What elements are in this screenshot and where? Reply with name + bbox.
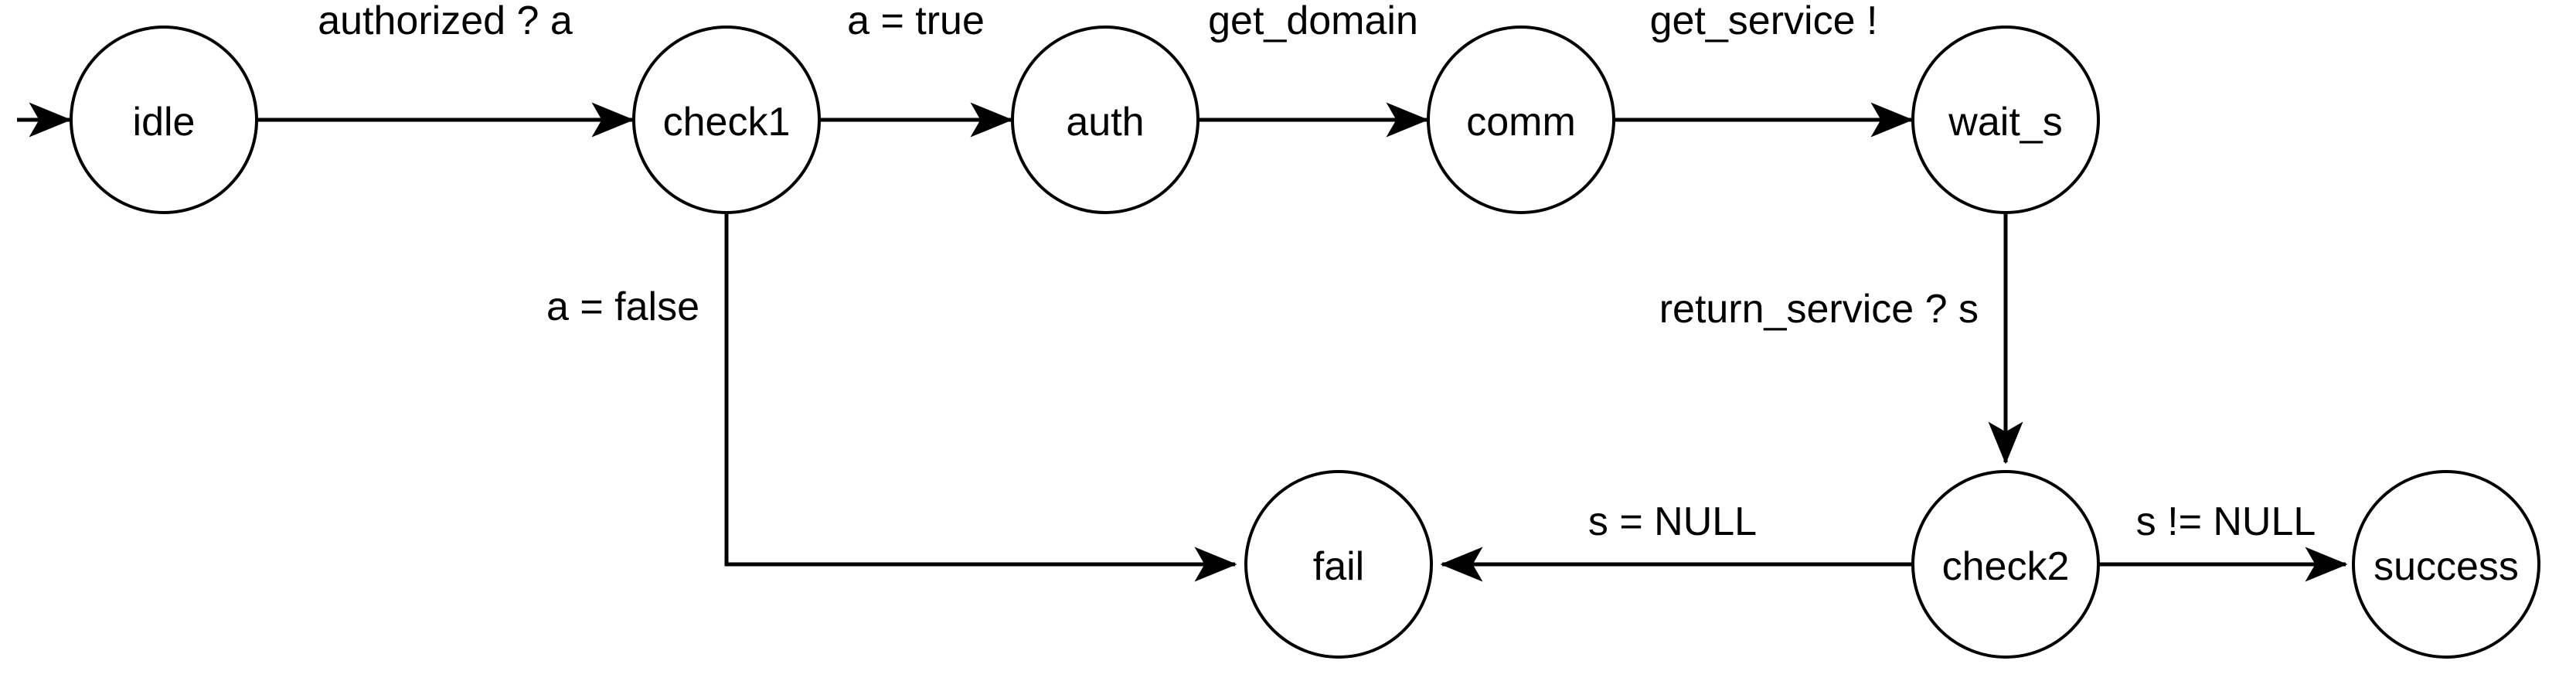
edge-label-return-service: return_service ? s: [1659, 287, 1979, 332]
state-circle-comm[interactable]: [1427, 26, 1615, 214]
state-label-auth: auth: [1066, 100, 1144, 145]
edge-label-a-false: a = false: [546, 284, 699, 329]
state-node-check1[interactable]: check1: [632, 26, 821, 214]
edge-comm-to-waits: get_service !: [1614, 0, 1914, 138]
edge-path-check1-fail: [724, 213, 1237, 582]
state-circle-fail[interactable]: [1244, 470, 1433, 659]
edge-label-a-true: a = true: [847, 0, 985, 43]
edge-label-authorized: authorized ? a: [318, 0, 573, 43]
edge-waits-to-check2: return_service ? s: [1659, 213, 2023, 465]
state-node-wait-s[interactable]: wait_s: [1911, 26, 2100, 214]
edge-check2-to-success: s != NULL: [2098, 499, 2348, 582]
edge-check2-to-fail: s = NULL: [1440, 499, 1911, 582]
state-label-check2: check2: [1942, 544, 2070, 589]
state-circle-check1[interactable]: [632, 26, 821, 214]
state-label-check1: check1: [663, 100, 791, 145]
state-node-idle[interactable]: idle: [70, 26, 258, 214]
state-circle-auth[interactable]: [1011, 26, 1200, 214]
state-circle-idle[interactable]: [70, 26, 258, 214]
state-circle-check2[interactable]: [1911, 470, 2100, 659]
state-label-comm: comm: [1466, 100, 1576, 145]
edge-label-get-domain: get_domain: [1208, 0, 1418, 43]
state-circle-wait-s[interactable]: [1911, 26, 2100, 214]
state-node-comm[interactable]: comm: [1427, 26, 1615, 214]
state-node-check2[interactable]: check2: [1911, 470, 2100, 659]
state-node-fail[interactable]: fail: [1244, 470, 1433, 659]
edge-label-get-service: get_service !: [1650, 0, 1878, 43]
state-node-auth[interactable]: auth: [1011, 26, 1200, 214]
edge-label-s-not-null: s != NULL: [2136, 499, 2316, 544]
state-circle-success[interactable]: [2352, 470, 2540, 659]
edge-label-s-null: s = NULL: [1588, 499, 1757, 544]
state-label-fail: fail: [1313, 544, 1364, 589]
edge-check1-to-auth: a = true: [819, 0, 1013, 138]
state-label-wait-s: wait_s: [1948, 100, 2062, 145]
edge-check1-to-fail: a = false: [546, 213, 1237, 582]
state-label-idle: idle: [133, 100, 196, 145]
state-label-success: success: [2374, 544, 2519, 589]
state-node-success[interactable]: success: [2352, 470, 2540, 659]
edge-auth-to-comm: get_domain: [1198, 0, 1429, 138]
edge-idle-to-check1: authorized ? a: [257, 0, 635, 138]
